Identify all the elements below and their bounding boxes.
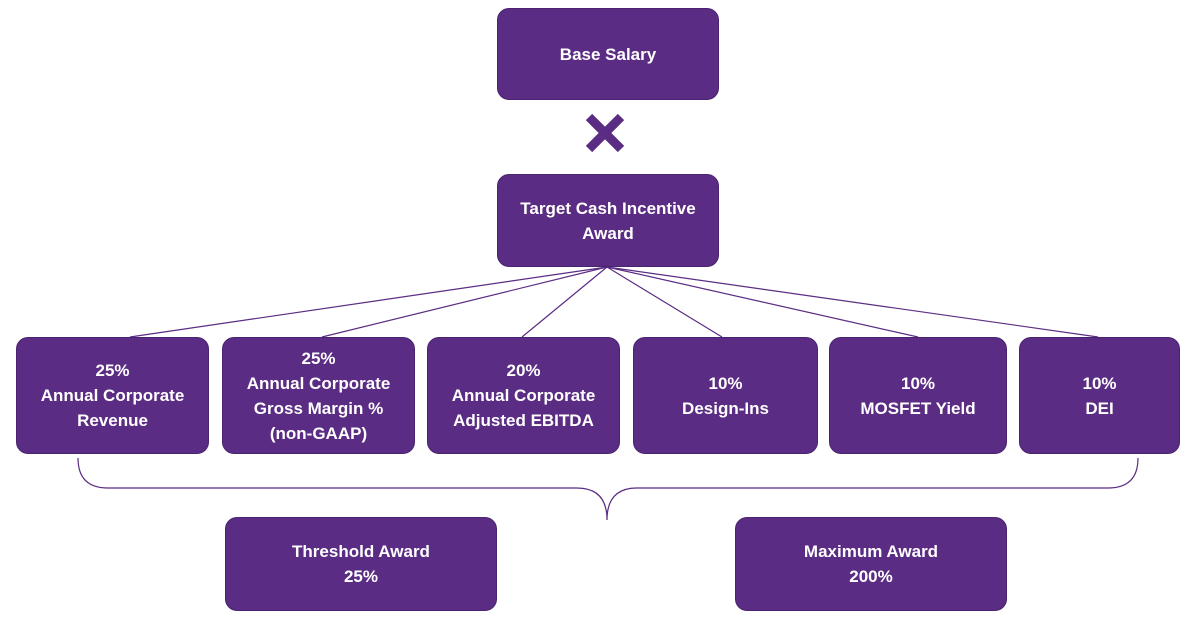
- metric-label-dei: 10% DEI: [1082, 371, 1116, 421]
- metric-box-mosfet-yield: 10% MOSFET Yield: [829, 337, 1007, 454]
- metric-box-design-ins: 10% Design-Ins: [633, 337, 818, 454]
- label-line: Annual Corporate: [246, 373, 391, 393]
- label-line: Threshold Award: [292, 542, 430, 561]
- label-line: 20%: [506, 361, 541, 380]
- label-line: Award: [582, 223, 634, 243]
- label-line: (non-GAAP): [269, 423, 368, 443]
- label-line: 200%: [849, 567, 893, 586]
- maximum-award-label: Maximum Award 200%: [804, 539, 938, 589]
- connector-design-ins: [606, 266, 723, 338]
- label-line: 10%: [900, 373, 936, 393]
- label-line: Revenue: [77, 411, 148, 430]
- multiply-icon: [585, 113, 625, 153]
- label-line: 25%: [343, 567, 378, 586]
- label-line: Annual Corporate: [40, 386, 185, 405]
- connector-gross-margin: [321, 266, 608, 338]
- connector-revenue: [129, 266, 608, 338]
- label-line: Gross Margin %: [253, 398, 384, 418]
- maximum-award-box: Maximum Award 200%: [735, 517, 1007, 611]
- threshold-award-box: Threshold Award 25%: [225, 517, 497, 611]
- threshold-award-label: Threshold Award 25%: [292, 539, 430, 589]
- label-line: MOSFET Yield: [860, 398, 976, 418]
- label-line: 25%: [301, 348, 336, 368]
- label-line: Design-Ins: [682, 398, 769, 418]
- label-line: Base Salary: [559, 44, 657, 64]
- connector-ebitda: [521, 266, 608, 338]
- label-line: DEI: [1085, 398, 1114, 418]
- label-line: 25%: [95, 361, 130, 380]
- label-line: Annual Corporate: [451, 386, 596, 405]
- label-line: Maximum Award: [803, 542, 939, 561]
- connector-mosfet: [606, 266, 919, 338]
- label-line: 10%: [1082, 373, 1117, 393]
- label-line: 10%: [708, 373, 743, 393]
- label-line: Target Cash Incentive: [520, 198, 696, 218]
- label-line: Adjusted EBITDA: [453, 411, 594, 430]
- metric-label-mosfet-yield: 10% MOSFET Yield: [860, 371, 975, 421]
- metric-box-dei: 10% DEI: [1019, 337, 1180, 454]
- base-salary-label: Base Salary: [560, 42, 656, 67]
- curly-brace: [77, 457, 1139, 521]
- base-salary-box: Base Salary: [497, 8, 719, 100]
- metric-label-design-ins: 10% Design-Ins: [682, 371, 769, 421]
- connector-dei: [606, 266, 1099, 338]
